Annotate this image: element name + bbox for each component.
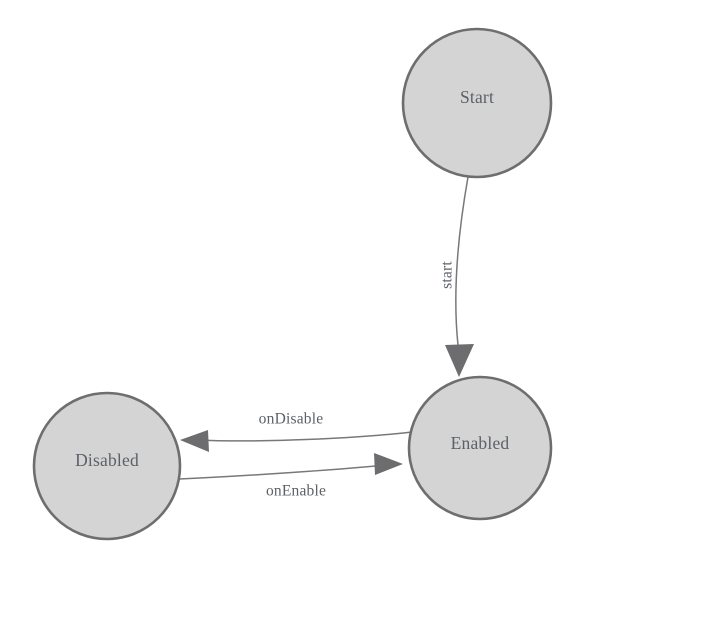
state-node-disabled[interactable]: Disabled — [32, 391, 182, 541]
state-node-start[interactable]: Start — [401, 27, 553, 179]
edge-label-ondisable: onDisable — [259, 411, 324, 428]
state-node-enabled-label: Enabled — [451, 433, 510, 453]
edge-start-to-enabled[interactable]: start — [439, 176, 474, 377]
state-node-start-circle[interactable] — [401, 27, 553, 179]
edge-label-onenable: onEnable — [266, 483, 326, 500]
state-node-disabled-label: Disabled — [75, 450, 139, 470]
arrowhead-icon-start-to-enabled — [445, 344, 474, 377]
state-node-enabled-circle[interactable] — [407, 375, 553, 521]
edge-line-start-to-enabled — [455, 176, 469, 346]
arrowhead-icon-enabled-to-disabled — [180, 430, 209, 452]
node-group: Start Enabled Disabled — [32, 27, 553, 541]
state-node-enabled[interactable]: Enabled — [407, 375, 553, 521]
edge-enabled-to-disabled[interactable]: onDisable — [180, 411, 413, 452]
arrowhead-icon-disabled-to-enabled — [374, 453, 403, 475]
state-node-disabled-circle[interactable] — [32, 391, 182, 541]
edge-group: start onDisable onEnable — [178, 176, 474, 500]
edge-line-enabled-to-disabled — [196, 431, 413, 442]
state-node-start-label: Start — [460, 87, 494, 107]
edge-label-start: start — [439, 261, 456, 289]
edge-disabled-to-enabled[interactable]: onEnable — [178, 453, 403, 500]
edge-line-disabled-to-enabled — [178, 464, 387, 480]
